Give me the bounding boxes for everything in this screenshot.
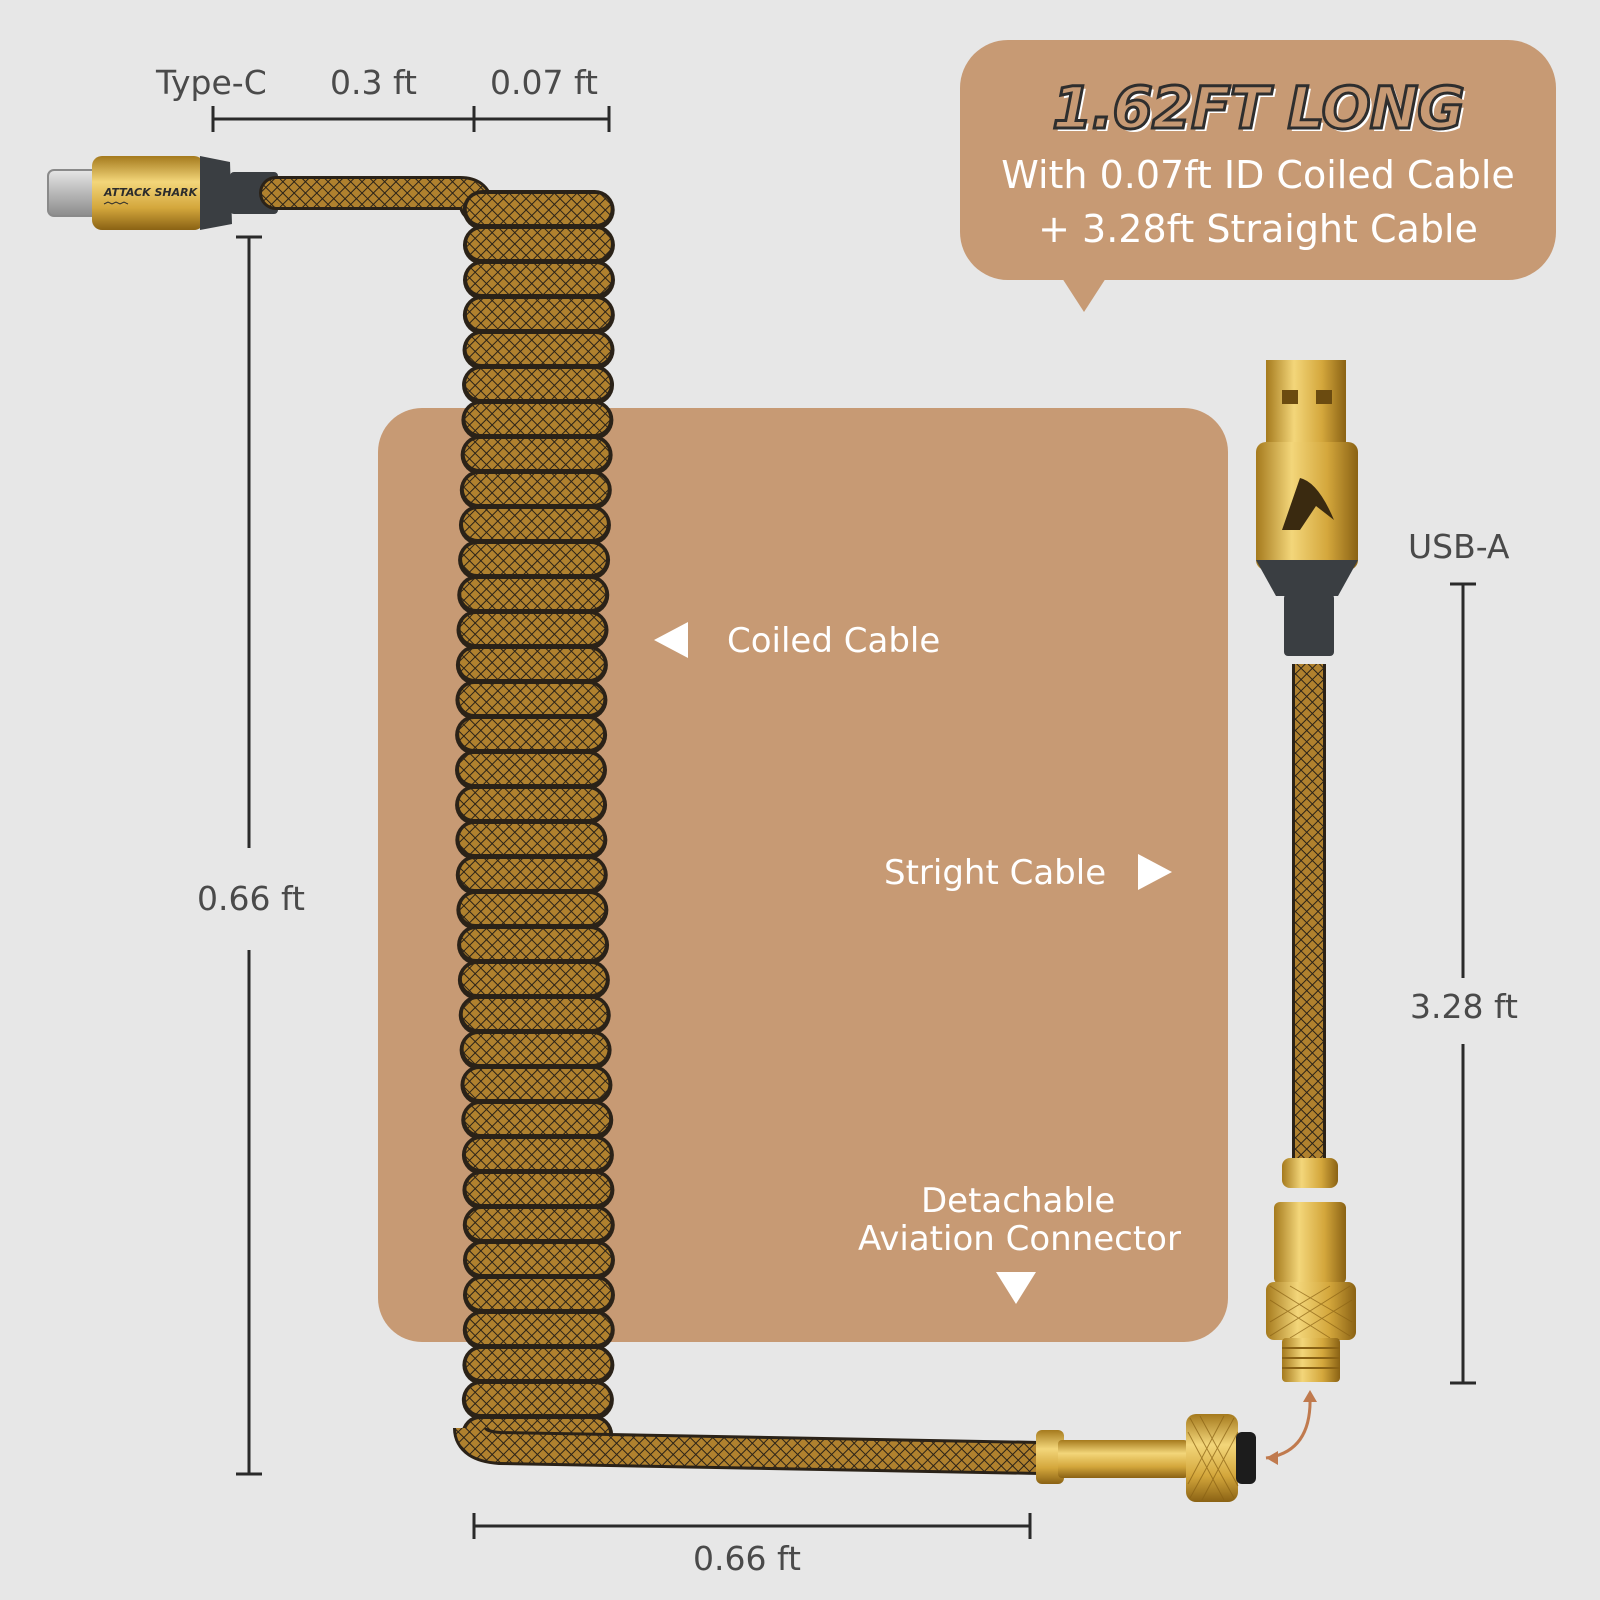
right-height-label: 3.28 ft xyxy=(1410,987,1518,1026)
coil-loop-braid xyxy=(461,929,606,959)
top-dimension-segment-2: 0.07 ft xyxy=(490,63,598,102)
triangle-left-icon xyxy=(654,622,688,658)
coil-loop-braid xyxy=(466,194,611,224)
coil-loop-braid xyxy=(466,1209,611,1239)
bottom-dimension-line xyxy=(472,1513,1032,1539)
length-callout: 1.62FT LONG With 0.07ft ID Coiled Cable … xyxy=(960,40,1556,280)
coil-loop-braid xyxy=(461,964,606,994)
coil-loop-braid xyxy=(466,334,611,364)
coil-loop-braid xyxy=(459,719,604,749)
coil-loop-braid xyxy=(466,1174,611,1204)
type-c-brand-text: ATTACK SHARK xyxy=(103,186,199,199)
coil-loop-braid xyxy=(459,824,604,854)
coil-loop-braid xyxy=(466,1244,611,1274)
usb-a-connector xyxy=(1256,360,1358,656)
coil-loop-braid xyxy=(466,299,611,329)
coil-loop-braid xyxy=(460,894,605,924)
coil-loop-braid xyxy=(460,614,605,644)
coil-loop-braid xyxy=(466,1349,611,1379)
coil-loop-braid xyxy=(459,649,604,679)
coil-loop-braid xyxy=(462,999,607,1029)
straight-cable-label: Stright Cable xyxy=(884,853,1107,893)
aviation-connector-male xyxy=(1266,1158,1356,1382)
coil-loop-braid xyxy=(461,579,606,609)
coiled-cable xyxy=(455,190,615,1455)
callout-line-coiled: With 0.07ft ID Coiled Cable xyxy=(1001,153,1515,197)
coil-loop-braid xyxy=(462,544,607,574)
triangle-down-icon xyxy=(996,1272,1036,1304)
detachable-label-line2: Aviation Connector xyxy=(858,1219,1181,1259)
coil-loop-braid xyxy=(466,1314,611,1344)
coil-loop-braid xyxy=(465,1104,610,1134)
coil-loop-braid xyxy=(463,474,608,504)
callout-tail xyxy=(1062,278,1106,312)
coil-loop-braid xyxy=(464,439,609,469)
left-dimension-line xyxy=(236,235,262,1476)
callout-line-straight: + 3.28ft Straight Cable xyxy=(1038,207,1478,251)
right-dimension-line xyxy=(1450,582,1476,1385)
coil-loop-braid xyxy=(462,509,607,539)
coil-loop-braid xyxy=(463,1034,608,1064)
callout-headline: 1.62FT LONG xyxy=(1051,73,1467,144)
coil-loop-braid xyxy=(465,1384,610,1414)
top-dimension-segment-1: 0.3 ft xyxy=(330,63,417,102)
coil-loop-braid xyxy=(465,404,610,434)
type-c-label: Type-C xyxy=(156,63,267,102)
coil-loop-braid xyxy=(466,264,611,294)
coil-loop-braid xyxy=(466,229,611,259)
detachable-label-line1: Detachable xyxy=(921,1181,1116,1221)
coil-loop-braid xyxy=(464,1069,609,1099)
shark-fin-icon xyxy=(1282,478,1334,530)
coil-loop-braid xyxy=(459,754,604,784)
connect-arrow xyxy=(1265,1390,1317,1465)
coil-loop-braid xyxy=(465,1139,610,1169)
coil-loop-braid xyxy=(466,369,611,399)
bottom-width-label: 0.66 ft xyxy=(693,1539,801,1578)
left-height-label: 0.66 ft xyxy=(197,879,305,918)
coiled-cable-label: Coiled Cable xyxy=(727,621,941,661)
coil-loop-braid xyxy=(466,1279,611,1309)
coil-loop-braid xyxy=(459,789,604,819)
coil-loop-braid xyxy=(459,684,604,714)
aviation-connector-female xyxy=(1036,1414,1256,1502)
top-dimension-line xyxy=(211,106,611,132)
usb-a-label: USB-A xyxy=(1408,527,1510,566)
coil-loop-braid xyxy=(459,859,604,889)
type-c-connector: ATTACK SHARK xyxy=(47,156,278,230)
triangle-right-icon xyxy=(1138,854,1172,890)
